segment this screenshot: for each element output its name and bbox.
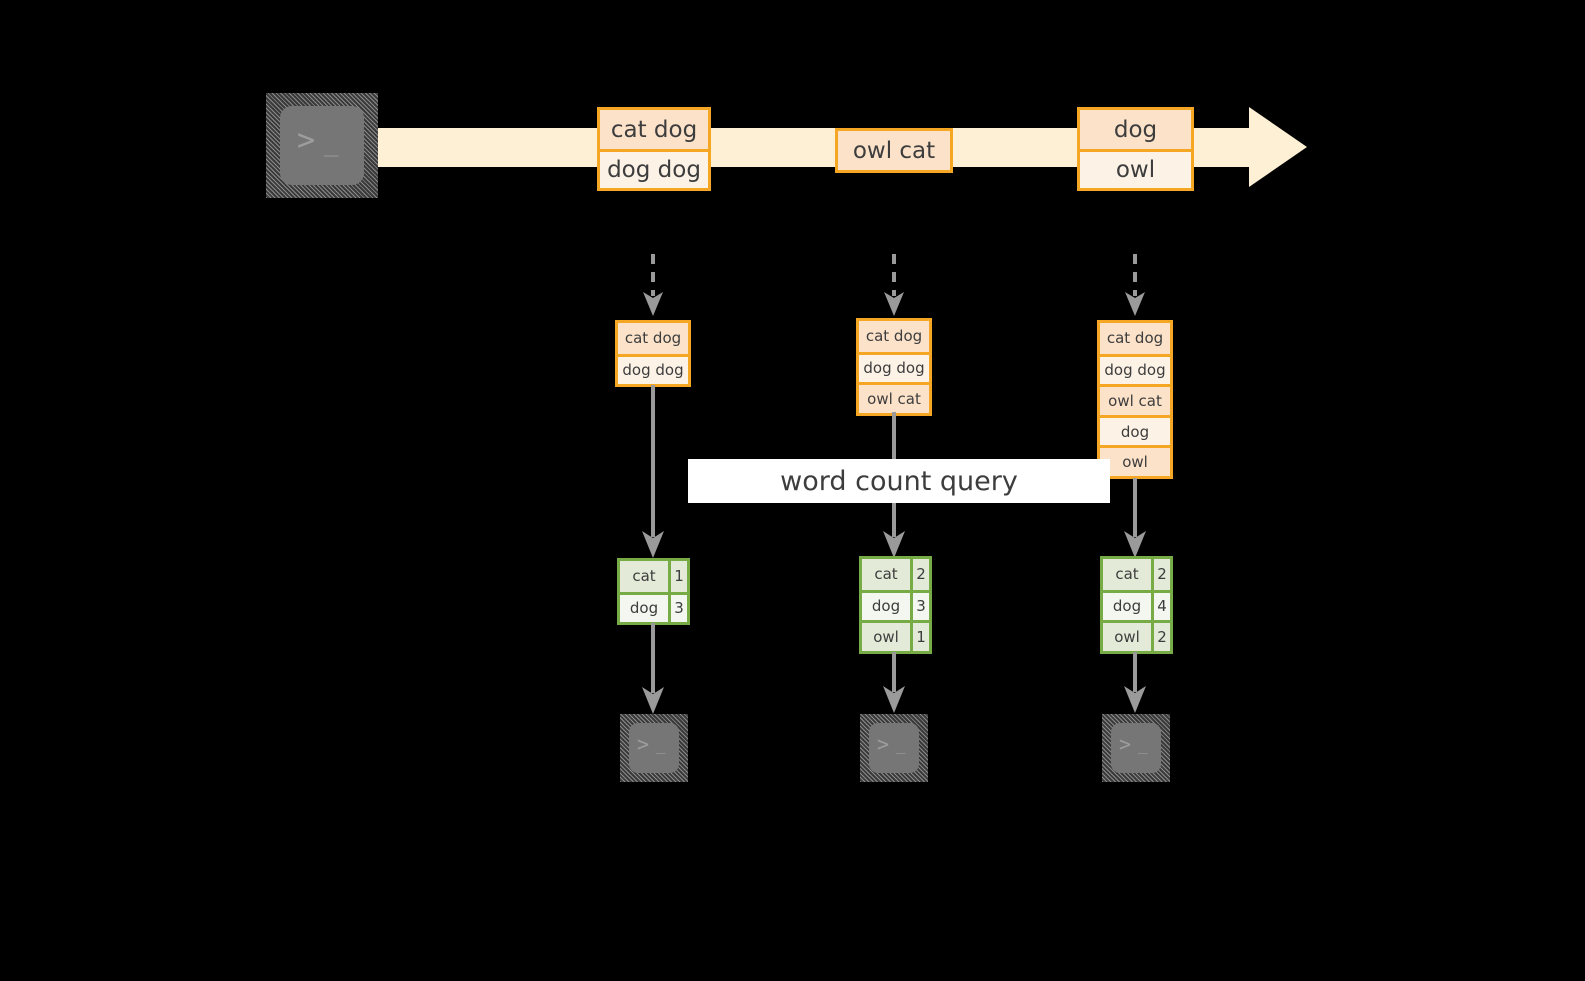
- terminal-prompt-glyph: >: [297, 123, 317, 158]
- result-word: cat: [1103, 559, 1151, 590]
- snapshot-1-input-table[interactable]: cat dog dog dog: [615, 320, 691, 388]
- result-row: cat 2: [862, 559, 929, 590]
- snapshot-2-sink-connector: [883, 652, 905, 713]
- result-row: owl 1: [862, 620, 929, 651]
- stream-record-line: dog dog: [600, 149, 708, 188]
- terminal-body: [1111, 723, 1161, 773]
- snapshot-input-line: owl cat: [1100, 384, 1170, 415]
- result-word: owl: [862, 623, 910, 651]
- snapshot-3-trigger-connector: [1125, 254, 1145, 316]
- snapshot-input-line: dog dog: [859, 351, 929, 383]
- snapshot-input-line: owl: [1100, 445, 1170, 476]
- query-label-text: word count query: [780, 465, 1018, 497]
- terminal-cursor-glyph: _: [896, 735, 907, 754]
- result-row: owl 2: [1103, 620, 1170, 651]
- terminal-cursor-glyph: _: [656, 735, 667, 754]
- stream-arrowhead: [1249, 107, 1307, 187]
- snapshot-input-line: dog dog: [618, 353, 688, 385]
- stream-record-3[interactable]: dog owl: [1077, 107, 1194, 191]
- result-word: dog: [862, 592, 910, 621]
- snapshot-2-input-table[interactable]: cat dog dog dog owl cat: [856, 318, 932, 416]
- result-word: cat: [620, 561, 668, 592]
- result-count: 3: [668, 594, 687, 623]
- snapshot-3-input-table[interactable]: cat dog dog dog owl cat dog owl: [1097, 320, 1173, 479]
- terminal-body: [629, 723, 679, 773]
- snapshot-1-result-table[interactable]: cat 1 dog 3: [617, 558, 690, 626]
- snapshot-3-result-table[interactable]: cat 2 dog 4 owl 2: [1100, 556, 1173, 654]
- result-row: cat 1: [620, 561, 687, 592]
- stream-record-2[interactable]: owl cat: [835, 128, 953, 173]
- terminal-cursor-glyph: _: [1138, 735, 1149, 754]
- snapshot-input-line: cat dog: [859, 321, 929, 352]
- stream-record-line: cat dog: [600, 110, 708, 149]
- result-row: dog 3: [862, 589, 929, 621]
- stream-record-1[interactable]: cat dog dog dog: [597, 107, 711, 191]
- snapshot-input-line: cat dog: [618, 323, 688, 354]
- snapshot-2-trigger-connector: [884, 254, 904, 316]
- snapshot-input-line: owl cat: [859, 382, 929, 413]
- snapshot-3-query-connector: [1124, 478, 1146, 558]
- terminal-prompt-glyph: >: [637, 732, 651, 756]
- snapshot-3-sink-terminal-icon[interactable]: > _: [1102, 714, 1170, 782]
- result-row: dog 4: [1103, 589, 1170, 621]
- terminal-prompt-glyph: >: [877, 732, 891, 756]
- result-count: 4: [1151, 592, 1170, 621]
- query-label: word count query: [688, 459, 1110, 503]
- stream-record-line: owl: [1080, 149, 1191, 188]
- terminal-body: [280, 106, 364, 185]
- snapshot-3-sink-connector: [1124, 652, 1146, 713]
- snapshot-1-sink-connector: [642, 623, 664, 714]
- snapshot-1-sink-terminal-icon[interactable]: > _: [620, 714, 688, 782]
- result-count: 2: [1151, 623, 1170, 651]
- result-word: dog: [1103, 592, 1151, 621]
- snapshot-1-query-connector: [642, 385, 664, 558]
- source-terminal-icon[interactable]: > _: [266, 93, 378, 198]
- result-row: cat 2: [1103, 559, 1170, 590]
- result-count: 3: [910, 592, 929, 621]
- result-count: 1: [668, 561, 687, 592]
- result-word: cat: [862, 559, 910, 590]
- stream-record-line: dog: [1080, 110, 1191, 149]
- terminal-body: [869, 723, 919, 773]
- snapshot-2-result-table[interactable]: cat 2 dog 3 owl 1: [859, 556, 932, 654]
- result-count: 1: [910, 623, 929, 651]
- snapshot-2-sink-terminal-icon[interactable]: > _: [860, 714, 928, 782]
- snapshot-input-line: cat dog: [1100, 323, 1170, 354]
- terminal-prompt-glyph: >: [1119, 732, 1133, 756]
- stream-record-line: owl cat: [838, 131, 950, 170]
- result-row: dog 3: [620, 591, 687, 623]
- snapshot-input-line: dog: [1100, 414, 1170, 446]
- result-count: 2: [1151, 559, 1170, 590]
- snapshot-input-line: dog dog: [1100, 353, 1170, 385]
- result-word: owl: [1103, 623, 1151, 651]
- result-word: dog: [620, 594, 668, 623]
- result-count: 2: [910, 559, 929, 590]
- snapshot-1-trigger-connector: [643, 254, 663, 316]
- terminal-cursor-glyph: _: [324, 129, 340, 157]
